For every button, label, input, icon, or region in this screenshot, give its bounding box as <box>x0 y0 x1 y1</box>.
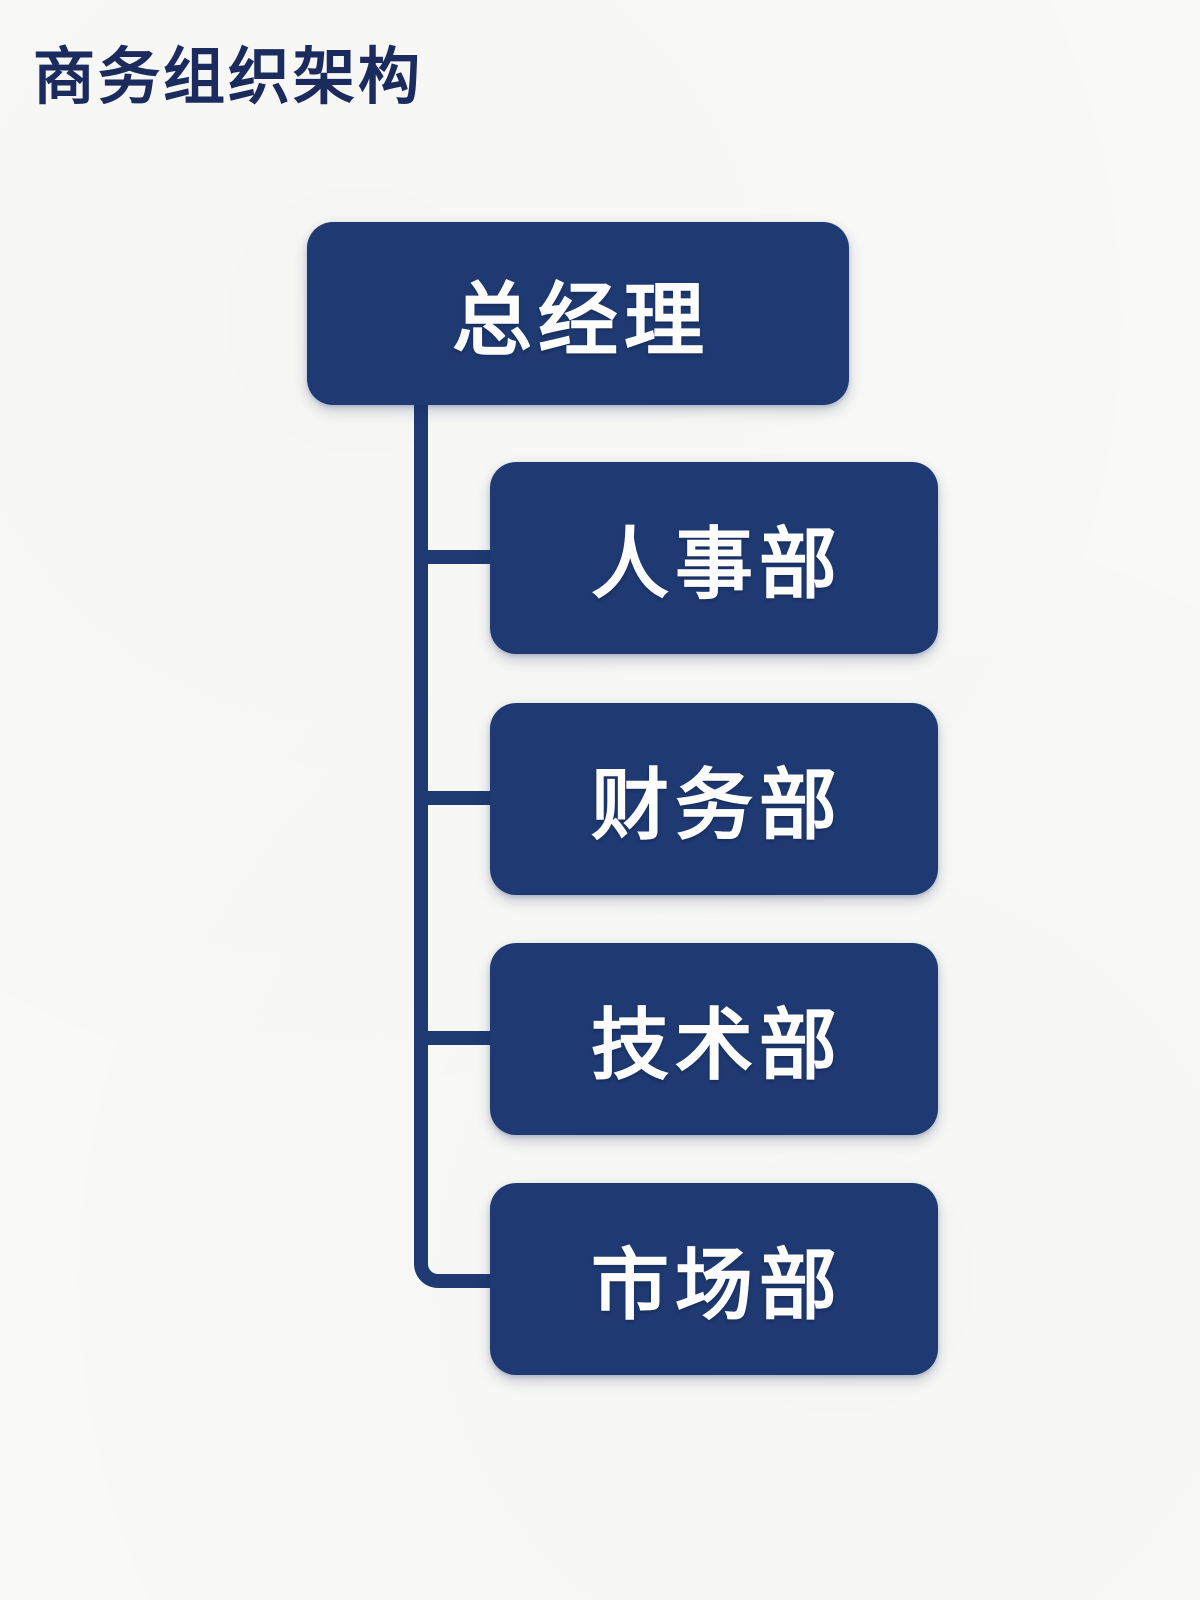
org-node-tech-department-label: 技术部 <box>590 1001 843 1089</box>
connector-stub-hr <box>424 550 490 564</box>
org-node-marketing-department-label: 市场部 <box>590 1241 843 1329</box>
connector-elbow-marketing <box>414 1230 490 1288</box>
org-node-finance-department-label: 财务部 <box>590 761 843 849</box>
org-node-tech-department: 技术部 <box>490 943 938 1135</box>
org-node-finance-department: 财务部 <box>490 703 938 895</box>
connector-trunk-line <box>414 398 428 1248</box>
org-node-hr-department-label: 人事部 <box>590 520 843 608</box>
page-title: 商务组织架构 <box>33 43 424 112</box>
connector-stub-finance <box>424 791 490 805</box>
org-node-general-manager: 总经理 <box>307 222 849 405</box>
org-node-general-manager-label: 总经理 <box>452 275 710 365</box>
org-node-hr-department: 人事部 <box>490 462 938 654</box>
org-node-marketing-department: 市场部 <box>490 1183 938 1375</box>
connector-stub-tech <box>424 1031 490 1045</box>
